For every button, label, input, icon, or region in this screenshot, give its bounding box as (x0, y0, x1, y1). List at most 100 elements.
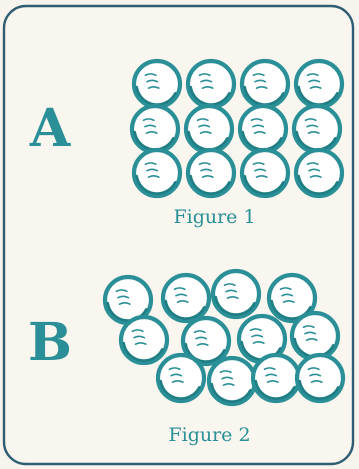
particle-scribble (147, 174, 160, 178)
particle-fig1 (239, 147, 291, 199)
particle-fig1 (129, 103, 181, 155)
particle-scribble (253, 130, 266, 134)
particle-scribble (142, 118, 155, 122)
particle-shading (159, 379, 201, 400)
particle-shading (210, 382, 252, 403)
particle-scribble (252, 340, 265, 344)
particle-scribble (223, 283, 236, 287)
particle-fig1 (183, 103, 235, 155)
particle-scribble (196, 342, 209, 346)
particle-fig1 (185, 58, 237, 110)
particle-fig2 (180, 315, 232, 367)
particle-scribble (175, 293, 188, 297)
particle-fig1 (239, 58, 291, 110)
figure1-particle-grid (129, 58, 345, 199)
particle-scribble (304, 331, 317, 335)
particle-fig2 (118, 314, 170, 366)
particle-scribble (146, 168, 159, 172)
particle-scribble (306, 124, 319, 128)
particle-outline (118, 314, 170, 366)
particle-fig2 (206, 355, 258, 407)
particle-shading (297, 174, 339, 195)
particle-scribble (134, 341, 147, 345)
particle-scribble (254, 79, 267, 83)
particle-scribble (201, 85, 214, 89)
particle-outline (131, 58, 183, 110)
particle-fig1 (131, 58, 183, 110)
particle-outline (185, 58, 237, 110)
figure1-letter: A (29, 98, 71, 159)
particle-scribble (171, 379, 184, 383)
particle-scribble (265, 373, 278, 377)
particle-scribble (304, 118, 317, 122)
particle-fig2 (294, 352, 346, 404)
particle-shading (106, 301, 148, 322)
particle-outline (289, 310, 341, 362)
particle-fig2 (155, 352, 207, 404)
particle-scribble (199, 130, 212, 134)
particle-scribble (173, 287, 186, 291)
particle-scribble (305, 337, 318, 341)
particle-scribble (170, 373, 183, 377)
particle-scribble (225, 289, 238, 293)
particle-shading (254, 379, 296, 400)
particle-shading (164, 299, 206, 320)
particle-outline (293, 147, 345, 199)
particle-scribble (221, 376, 234, 380)
particle-scribble (198, 124, 211, 128)
particle-fig2 (160, 272, 212, 324)
particle-scribble (117, 295, 130, 299)
particle-scribble (133, 335, 146, 339)
particle-outline (185, 147, 237, 199)
particle-scribble (306, 73, 319, 77)
particle-scribble (144, 162, 157, 166)
particle-scribble (254, 168, 267, 172)
particle-scribble (201, 174, 214, 178)
figure2-caption: Figure 2 (168, 424, 251, 446)
particle-scribble (306, 162, 319, 166)
particle-shading (214, 295, 256, 316)
particle-outline (291, 103, 343, 155)
particle-outline (129, 103, 181, 155)
particle-scribble (196, 118, 209, 122)
particle-scribble (200, 168, 213, 172)
particle-scribble (302, 325, 315, 329)
particle-scribble (176, 299, 189, 303)
particle-scribble (200, 79, 213, 83)
particle-scribble (252, 162, 265, 166)
particle-scribble (309, 85, 322, 89)
particle-scribble (281, 293, 294, 297)
figure2-letter: B (28, 312, 72, 373)
particle-outline (293, 58, 345, 110)
figure2-particle-cluster (102, 268, 346, 407)
particle-scribble (195, 336, 208, 340)
particle-fig2 (210, 268, 262, 320)
particle-shading (184, 342, 226, 363)
particle-scribble (198, 162, 211, 166)
particle-scribble (193, 330, 206, 334)
particle-scribble (266, 379, 279, 383)
particle-scribble (250, 118, 263, 122)
particle-scribble (252, 124, 265, 128)
particle-outline (131, 147, 183, 199)
particle-shading (189, 174, 231, 195)
particle-outline (239, 58, 291, 110)
particle-scribble (255, 174, 268, 178)
particle-scribble (255, 85, 268, 89)
particle-scribble (222, 382, 235, 386)
particle-scribble (310, 379, 323, 383)
particle-scribble (252, 73, 265, 77)
particle-scribble (226, 295, 239, 299)
particle-scribble (118, 301, 131, 305)
particle-fig1 (293, 147, 345, 199)
particle-outline (160, 272, 212, 324)
particle-shading (270, 299, 312, 320)
figure1-caption: Figure 1 (173, 206, 256, 228)
particle-scribble (198, 73, 211, 77)
particle-scribble (308, 79, 321, 83)
particle-outline (266, 272, 318, 324)
particle-scribble (115, 289, 128, 293)
particle-fig1 (293, 58, 345, 110)
particle-outline (239, 147, 291, 199)
